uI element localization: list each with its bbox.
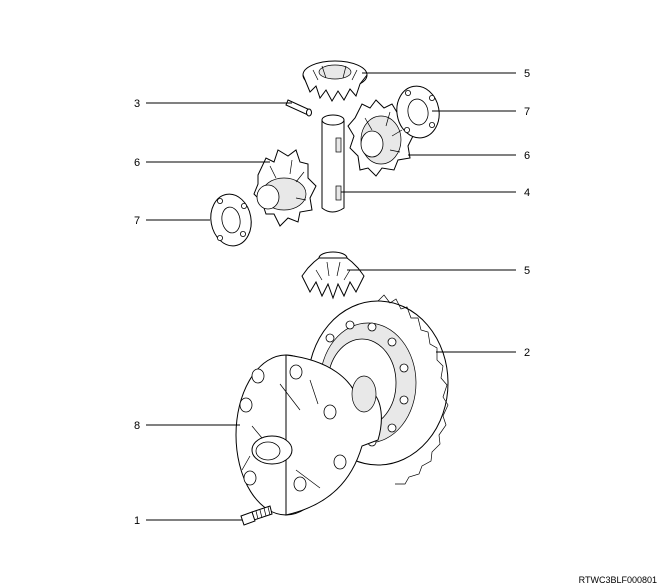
callout-7-left: 7 xyxy=(134,215,140,227)
ring-gear-bolt xyxy=(240,505,273,526)
side-gear-left xyxy=(253,149,317,227)
callout-5-bottom: 5 xyxy=(524,265,530,277)
callout-7-right: 7 xyxy=(524,106,530,118)
callout-8: 8 xyxy=(134,420,140,432)
callout-1: 1 xyxy=(134,515,140,527)
leader-lines xyxy=(146,72,516,521)
callout-6-left: 6 xyxy=(134,157,140,169)
side-gear-right xyxy=(347,99,415,177)
callout-6-right: 6 xyxy=(524,150,530,162)
callout-5-top: 5 xyxy=(524,68,530,80)
callout-2: 2 xyxy=(524,347,530,359)
thrust-washer-right xyxy=(396,85,440,139)
thrust-washer-left xyxy=(210,193,252,247)
lock-pin xyxy=(285,99,312,117)
differential-case xyxy=(235,354,382,516)
callout-3: 3 xyxy=(134,98,140,110)
callout-labels: 3 6 7 8 1 5 7 6 4 5 2 xyxy=(134,68,530,527)
figure-code: RTWC3BLF000801 xyxy=(579,575,657,585)
upper-pinion-gear xyxy=(302,60,368,103)
callout-4: 4 xyxy=(524,187,530,199)
pinion-shaft xyxy=(321,114,345,213)
lower-pinion-gear xyxy=(301,251,365,300)
